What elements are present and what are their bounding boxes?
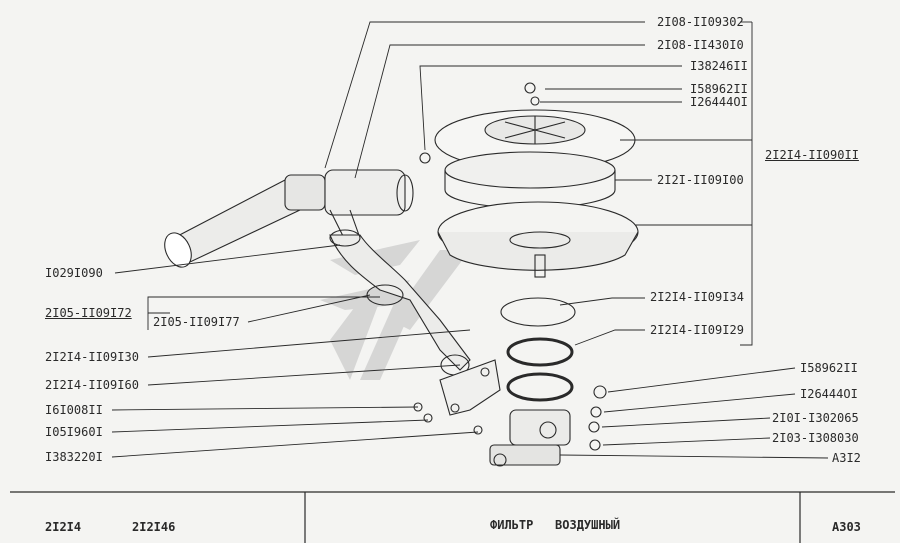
- washer-top: [524, 82, 536, 94]
- callout-2103-1308030: 2I03-I308030: [772, 431, 859, 445]
- sheet-number: A303: [832, 520, 861, 534]
- callout-21214-1109130: 2I2I4-II09I30: [45, 350, 139, 364]
- callout-2105-1109177: 2I05-II09I77: [153, 315, 240, 329]
- callout-1264401-bottom: I26444OI: [800, 387, 858, 401]
- assembly-label: 2I2I4-II090II: [765, 148, 859, 162]
- washer-1: [593, 385, 607, 399]
- callout-2108-1109302: 2I08-II09302: [657, 15, 744, 29]
- callout-2105-1109172: 2I05-II09I72: [45, 306, 132, 320]
- callout-2101-1302065: 2I0I-I302065: [772, 411, 859, 425]
- callout-1264401-top: I26444OI: [690, 95, 748, 109]
- callout-1051960: I05I960I: [45, 425, 103, 439]
- callout-21214-1109134: 2I2I4-II09I34: [650, 290, 744, 304]
- leader-lines-right: [324, 21, 829, 459]
- watermark-logo: [320, 240, 470, 380]
- callout-a312: A3I2: [832, 451, 861, 465]
- carburetor-adapter: [489, 409, 571, 467]
- filter-housing: [437, 201, 639, 278]
- drawing-title: ФИЛЬТР ВОЗДУШНЫЙ: [490, 518, 621, 532]
- nut-left-3: [473, 425, 483, 435]
- bolt-part: [419, 152, 431, 164]
- nut-left-2: [423, 413, 433, 423]
- title-block-frame: [10, 491, 895, 543]
- callout-2121-1109100: 2I2I-II09I00: [657, 173, 744, 187]
- callout-2108-1143010: 2I08-II430I0: [657, 38, 744, 52]
- callout-1589621-bottom: I58962II: [800, 361, 858, 375]
- gasket-ring-3: [506, 372, 574, 402]
- nut-bottom: [589, 439, 601, 451]
- intake-tube: [164, 169, 414, 268]
- callout-1383220: I383220I: [45, 450, 103, 464]
- model-212146: 2I2I46: [132, 520, 176, 534]
- callout-1029090: I029I090: [45, 266, 103, 280]
- nut-top: [530, 96, 540, 106]
- gasket-ring-1: [500, 297, 576, 327]
- callout-21214-1109129: 2I2I4-II09I29: [650, 323, 744, 337]
- gasket-ring-2: [506, 337, 574, 367]
- part-drawings: [164, 82, 639, 467]
- washer-2: [590, 406, 602, 418]
- callout-21214-1109160: 2I2I4-II09I60: [45, 378, 139, 392]
- filter-element: [444, 151, 616, 209]
- washer-3: [588, 421, 600, 433]
- leader-lines-left: [111, 244, 479, 458]
- model-21214: 2I2I4: [45, 520, 82, 534]
- mounting-flange: [439, 359, 501, 416]
- callout-1382461: I38246II: [690, 59, 748, 73]
- connecting-pipe: [329, 229, 471, 376]
- callout-1589621-top: I58962II: [690, 82, 748, 96]
- callout-1610081: I6I008II: [45, 403, 103, 417]
